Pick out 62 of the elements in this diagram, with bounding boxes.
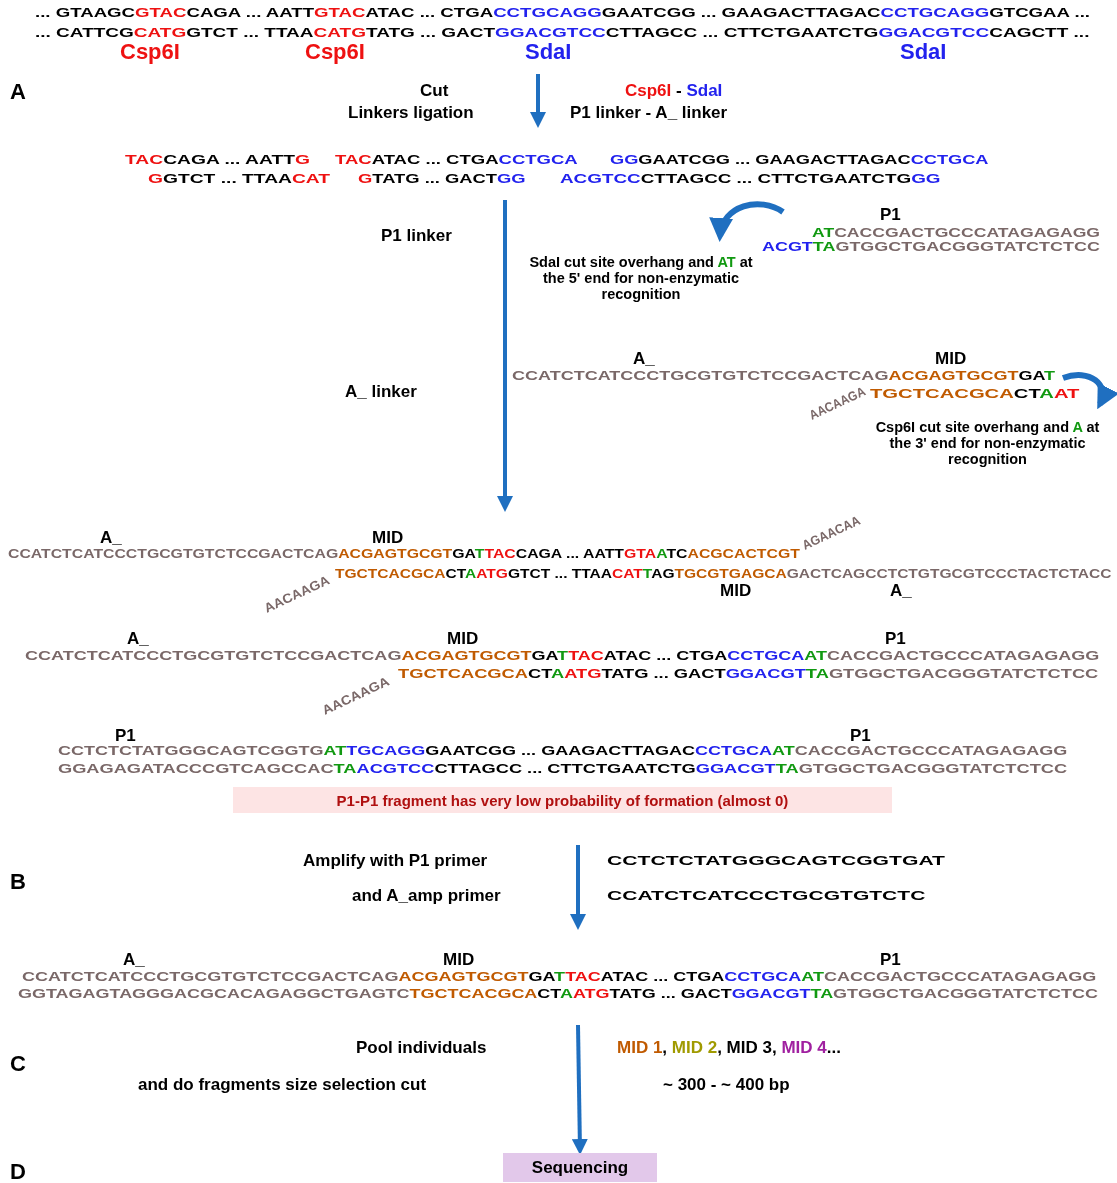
note-box: P1-P1 fragment has very low probability of formation (almost 0)	[233, 787, 892, 813]
dna-sequence: TGCTCACGCACTAATGGTCT ... TTAACATTAGTGCGTGAGCAGACTCAGCCTCTGTGCGTCCCTACTCTACC	[335, 567, 1112, 582]
process-box: Sequencing	[503, 1153, 657, 1182]
step-text: Pool individuals	[356, 1039, 487, 1058]
step-text: and A_amp primer	[352, 887, 501, 906]
adapter-heading: A_	[127, 630, 149, 649]
arrow	[571, 1024, 588, 1155]
enzyme-name: SdaI	[900, 40, 947, 65]
step-letter: C	[10, 1052, 26, 1077]
step-letter: B	[10, 870, 26, 895]
dna-sequence: GGTAGAGTAGGGACGCACAGAGGCTGAGTCTGCTCACGCACTAATGTATG ... GACTGGACGTTAGTGGCTGACGGGTATCTCTCC	[18, 987, 1098, 1002]
dna-sequence: CCTCTCTATGGGCAGTCGGTGATTGCAGGGAATCGG ... GAAGACTTAGACCCTGCAATCACCGACTGCCCATAGAGAGG	[58, 744, 1068, 759]
adapter-heading: A_	[100, 529, 122, 548]
enzyme-name: SdaI	[525, 40, 572, 65]
note: Csp6I cut site overhang and A at the 3' end for non-enzymatic recognition	[874, 420, 1101, 468]
adapter-heading: MID	[447, 630, 479, 649]
step-letter: D	[10, 1160, 26, 1183]
dna-sequence: TACCAGA ... AATTG	[125, 153, 310, 168]
dna-sequence: GGTCT ... TTAACAT	[148, 172, 331, 187]
step-letter: A	[10, 80, 26, 105]
step-text: Linkers ligation	[348, 104, 474, 123]
adapter-heading: MID	[372, 529, 404, 548]
adapter-heading: A_	[890, 582, 912, 601]
dna-sequence: CCATCTCATCCCTGCGTGTCTCCGACTCAGACGAGTGCGTGAT	[512, 369, 1056, 384]
dna-sequence: CCATCTCATCCCTGCGTGTCTCCGACTCAGACGAGTGCGTGATTACATAC ... CTGACCTGCAATCACCGACTGCCCATAGAGAGG	[25, 649, 1100, 664]
dna-sequence: TGCTCACGCACTAAT	[870, 387, 1080, 402]
dna-sequence: ACGTCCCTTAGCC ... CTTCTGAATCTGGG	[560, 172, 941, 187]
enzyme-name: Csp6I	[305, 40, 365, 65]
dna-sequence: TACATAC ... CTGACCTGCA	[335, 153, 578, 168]
size-range: ~ 300 - ~ 400 bp	[663, 1076, 790, 1095]
enzyme-pair: Csp6I - SdaI	[625, 82, 723, 101]
dna-sequence: TGCTCACGCACTAATGTATG ... GACTGGACGTTAGTGGCTGACGGGTATCTCTCC	[398, 667, 1099, 682]
step-text: Amplify with P1 primer	[303, 852, 488, 871]
dna-sequence: CCATCTCATCCCTGCGTGTCTCCGACTCAGACGAGTGCGTGATTACCAGA ... AATTGTAATCACGCACTCGT	[8, 547, 800, 562]
adapter-heading: MID	[443, 951, 475, 970]
step-text: P1 linker	[381, 227, 452, 246]
enzyme-name: Csp6I	[120, 40, 180, 65]
dna-sequence: ATCACCGACTGCCCATAGAGAGG	[812, 226, 1101, 241]
dna-sequence: CCTCTCTATGGGCAGTCGGTGAT	[607, 854, 945, 869]
dna-sequence: GGAGAGATACCCGTCAGCCACTAACGTCCCTTAGCC ... CTTCTGAATCTGGGACGTTAGTGGCTGACGGGTATCTCTCC	[58, 762, 1068, 777]
adapter-heading: A_	[633, 350, 655, 369]
adapter-heading: MID	[935, 350, 967, 369]
note: SdaI cut site overhang and AT at the 5' end for non-enzymatic recognition	[528, 255, 754, 303]
dna-sequence: CCATCTCATCCCTGCGTGTCTC	[607, 889, 926, 904]
step-text: Cut	[420, 82, 449, 101]
adapter-heading: P1	[880, 951, 901, 970]
adapter-heading: P1	[850, 727, 871, 746]
dna-sequence: GGGAATCGG ... GAAGACTTAGACCCTGCA	[610, 153, 989, 168]
step-text: A_ linker	[345, 383, 417, 402]
step-text: P1 linker - A_ linker	[570, 104, 728, 123]
dna-sequence: ACGTTAGTGGCTGACGGGTATCTCTCC	[762, 240, 1100, 255]
dna-sequence: ... CATTCGCATGGTCT ... TTAACATGTATG ... GACTGGACGTCCCTTAGCC ... CTTCTGAATCTGGGACGTCCCAGCTT ...	[35, 26, 1090, 41]
barcode-list: MID 1, MID 2, MID 3, MID 4...	[617, 1039, 841, 1058]
adapter-heading: P1	[885, 630, 906, 649]
dna-sequence: GTATG ... GACTGG	[358, 172, 526, 187]
adapter-heading: MID	[720, 582, 752, 601]
adapter-heading: P1	[115, 727, 136, 746]
adapter-heading: A_	[123, 951, 145, 970]
adapter-heading: P1	[880, 206, 901, 225]
dna-sequence: CCATCTCATCCCTGCGTGTCTCCGACTCAGACGAGTGCGTGATTACATAC ... CTGACCTGCAATCACCGACTGCCCATAGAGAGG	[22, 970, 1097, 985]
step-text: and do fragments size selection cut	[138, 1076, 427, 1095]
dna-sequence: ... GTAAGCGTACCAGA ... AATTGTACATAC ... CTGACCTGCAGGGAATCGG ... GAAGACTTAGACCCTGCAGGGTCGAA ...	[35, 6, 1090, 21]
